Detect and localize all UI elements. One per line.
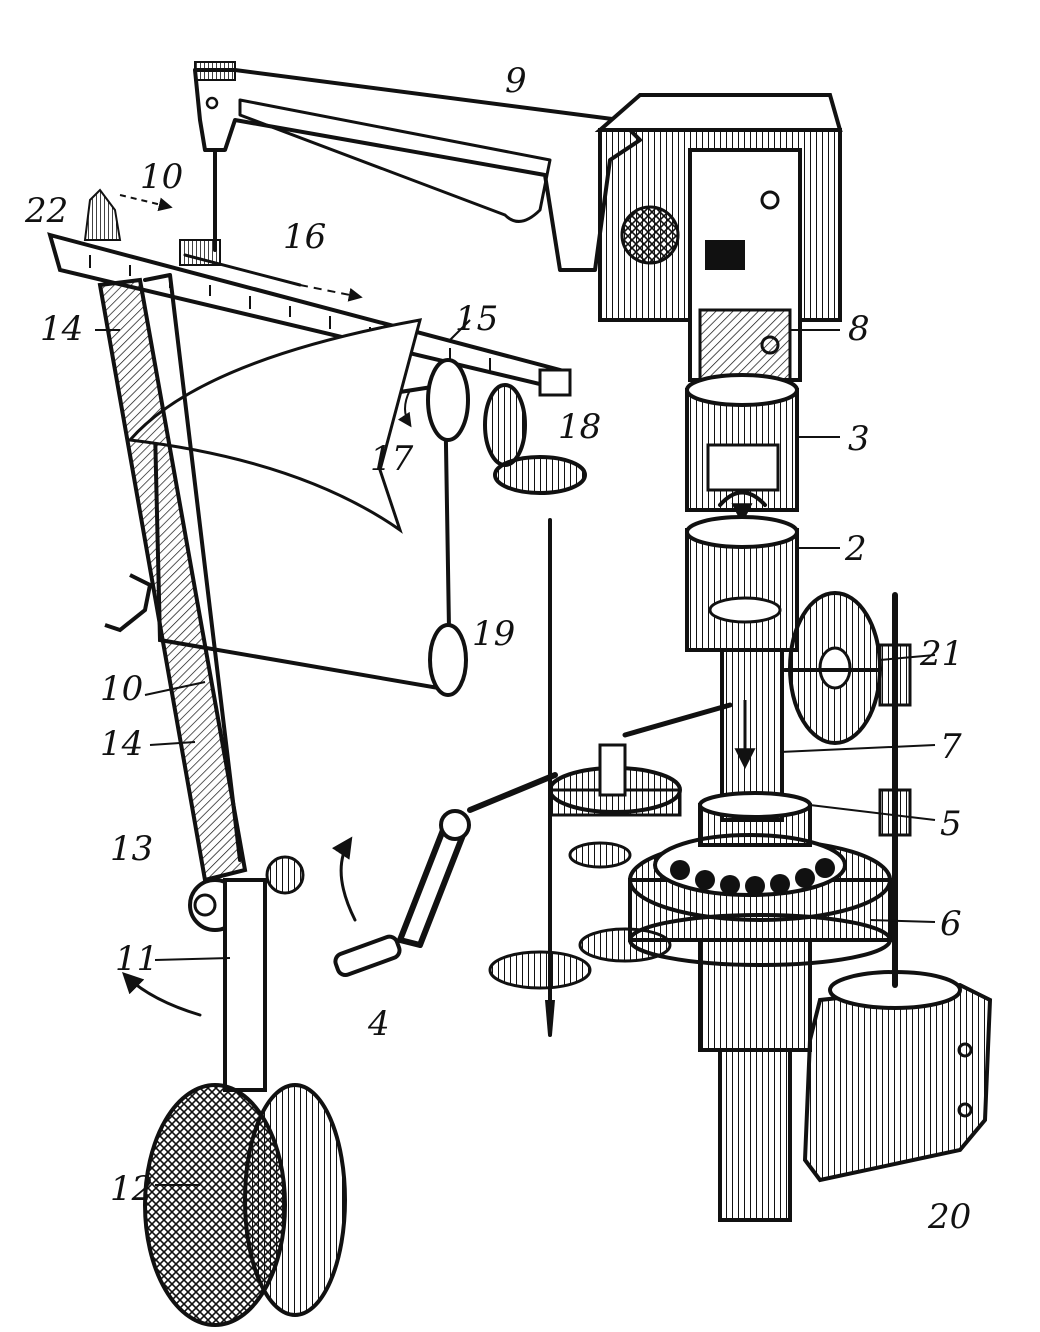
labels: 2 3 4 5 6 7 8 9 10 10 11 12 13 14 14 15 … — [24, 61, 971, 1237]
label-22: 22 — [24, 191, 68, 231]
label-14-side: 14 — [100, 724, 143, 764]
motor-shaft — [783, 591, 912, 988]
label-4: 4 — [367, 1004, 390, 1044]
lever-arm — [97, 273, 305, 1092]
label-8: 8 — [848, 309, 870, 349]
label-9: 9 — [505, 61, 527, 101]
upper-head — [594, 93, 843, 382]
label-15: 15 — [455, 299, 498, 339]
label-10-side: 10 — [100, 669, 143, 709]
lower-grip — [685, 515, 799, 652]
leader-lines — [95, 319, 936, 1186]
electric-motor — [802, 970, 993, 1183]
label-19: 19 — [472, 614, 515, 654]
label-5: 5 — [940, 804, 962, 844]
label-2: 2 — [844, 529, 867, 569]
label-7: 7 — [940, 727, 962, 767]
gear-bearing-assembly — [628, 791, 892, 1222]
label-14-top: 14 — [40, 309, 83, 349]
gear-train — [488, 518, 733, 1037]
label-12: 12 — [110, 1169, 153, 1209]
scale-bar — [47, 188, 572, 397]
label-20: 20 — [927, 1197, 971, 1237]
label-6: 6 — [940, 904, 962, 944]
upper-arm — [193, 61, 642, 272]
label-13: 13 — [110, 829, 153, 869]
label-11: 11 — [115, 939, 158, 979]
label-21: 21 — [919, 634, 963, 674]
label-10-top: 10 — [140, 157, 183, 197]
upper-grip — [685, 373, 799, 525]
label-16: 16 — [283, 217, 326, 257]
label-18: 18 — [558, 407, 601, 447]
label-17: 17 — [370, 439, 414, 479]
pendulum-weight — [143, 1083, 347, 1327]
label-3: 3 — [848, 419, 870, 459]
recording-drum — [126, 318, 587, 697]
hand-crank[interactable] — [331, 772, 558, 978]
